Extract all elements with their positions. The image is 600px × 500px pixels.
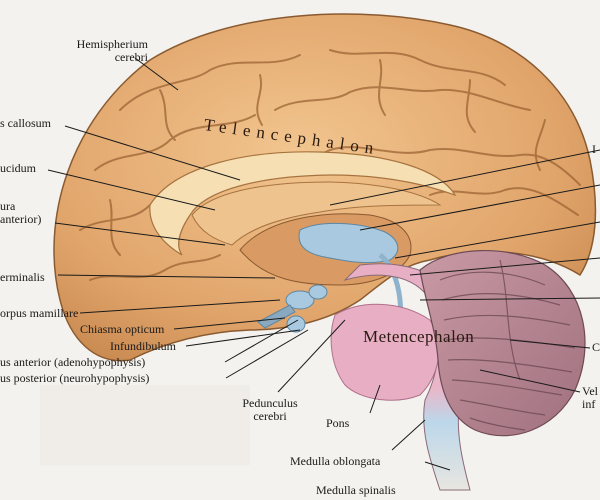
label-pedunculus-cerebri: Pedunculus cerebri [230,397,310,423]
label-lobus-posterior: us posterior (neurohypophysis) [0,372,149,385]
label-lobus-anterior: us anterior (adenohypophysis) [0,356,145,369]
label-right-edge-c: C [592,341,600,354]
label-corpus-mamillare: orpus mamillare [0,307,78,320]
label-chiasma-opticum: Chiasma opticum [80,323,164,336]
label-metencephalon: Metencephalon [363,330,474,343]
label-velum: Vel inf [582,385,598,411]
label-pons: Pons [326,417,349,430]
label-infundibulum: Infundibulum [110,340,176,353]
label-hemispherium-cerebri: Hemispherium cerebri [20,38,148,64]
label-right-edge-i: I [592,143,596,156]
label-lamina-terminalis: erminalis [0,271,45,284]
label-medulla-oblongata: Medulla oblongata [290,455,380,468]
label-fornix: ura anterior) [0,200,41,226]
label-medulla-spinalis: Medulla spinalis [316,484,396,497]
pons [331,304,439,400]
label-corpus-callosum: s callosum [0,117,51,130]
background-ghost-text [40,385,250,465]
label-septum-pellucidum: ucidum [0,162,36,175]
